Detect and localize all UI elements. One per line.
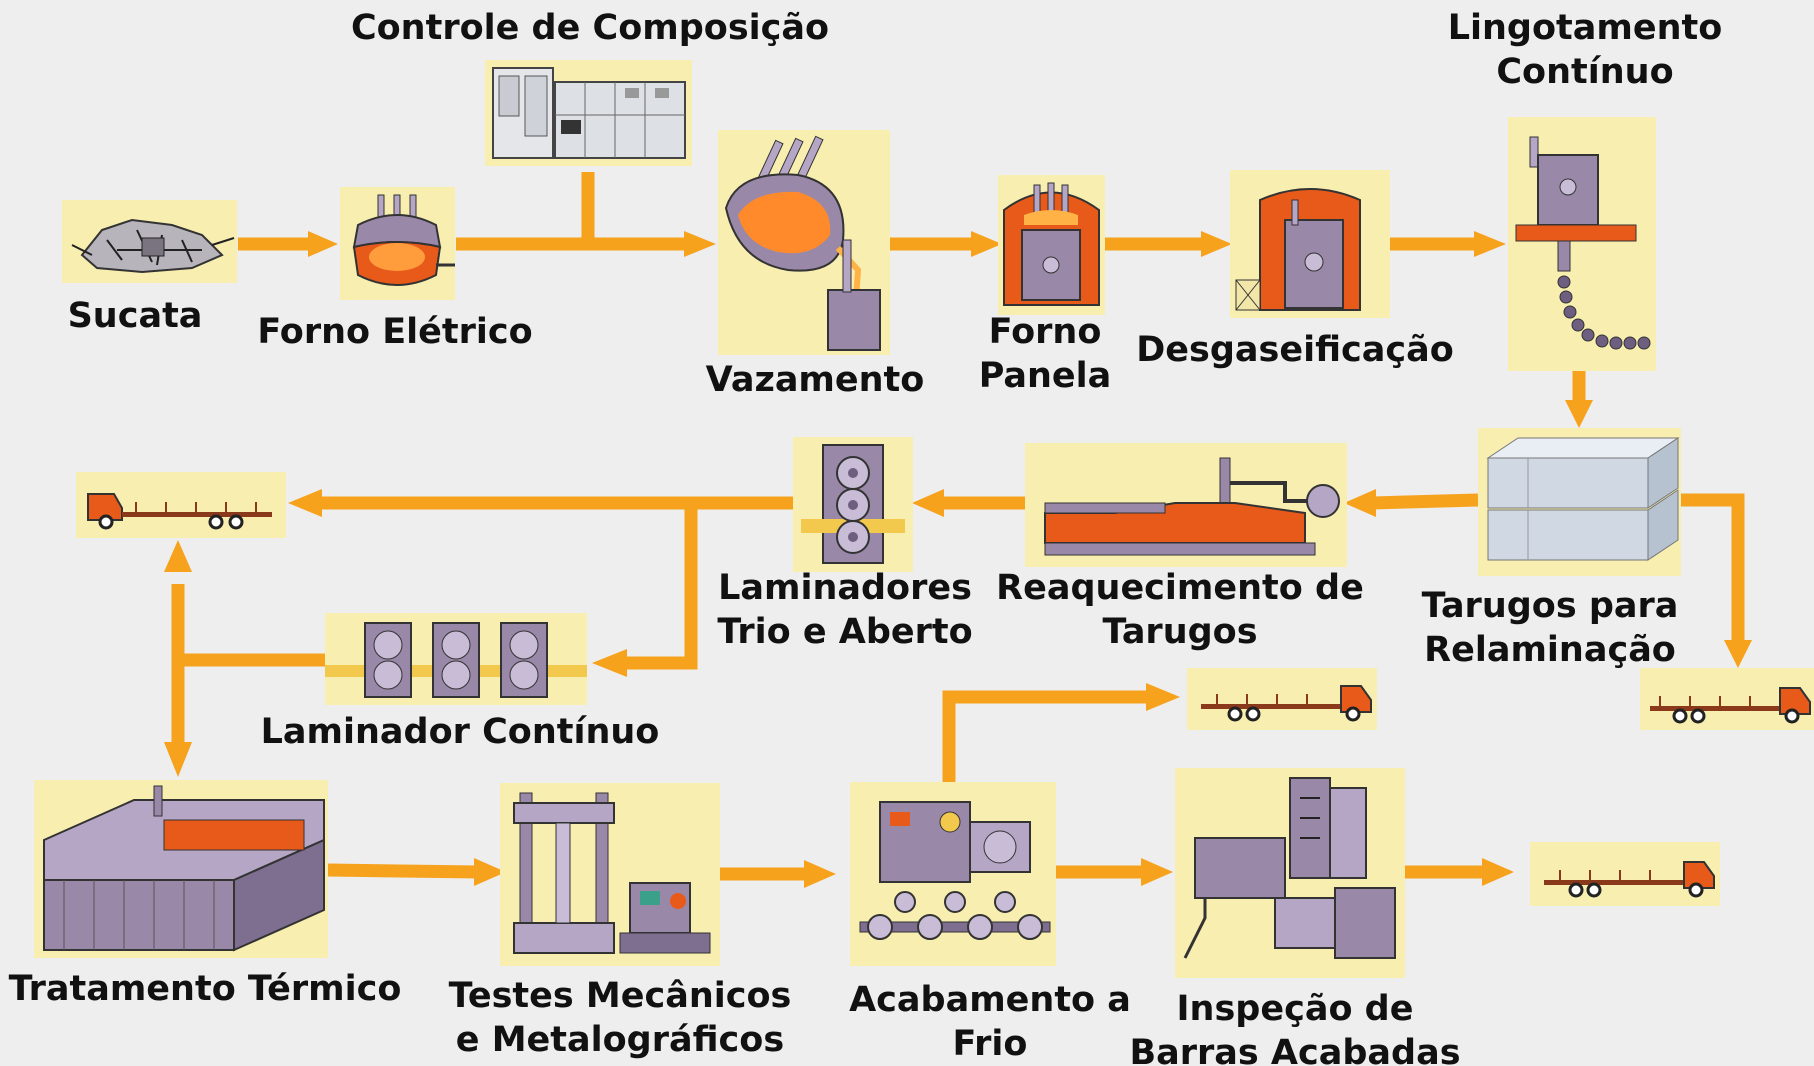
reaquecimento-picture bbox=[1025, 443, 1347, 567]
arrowhead bbox=[1565, 400, 1593, 428]
arrow-trio-branch-to-continuo bbox=[625, 503, 698, 670]
billets-icon bbox=[1486, 437, 1680, 561]
label-inspecao: Inspeção de Barras Acabadas bbox=[1129, 989, 1461, 1066]
testing-machine-icon bbox=[513, 792, 711, 954]
reheating-furnace-icon bbox=[1044, 457, 1340, 556]
arrowhead bbox=[308, 231, 338, 257]
arrowhead bbox=[1724, 640, 1752, 668]
electric-furnace-icon bbox=[352, 194, 455, 286]
label-controle: Controle de Composição bbox=[350, 8, 830, 48]
arrowhead bbox=[804, 860, 836, 888]
delivery-truck-icon bbox=[87, 493, 272, 530]
label-forno-eletrico: Forno Elétrico bbox=[257, 312, 533, 352]
tapping-ladle-icon bbox=[724, 135, 881, 351]
label-laminadores-trio: Laminadores Trio e Aberto bbox=[717, 568, 973, 652]
arrowhead bbox=[971, 231, 1002, 257]
arrow-tarugos-to-reaq bbox=[1371, 493, 1479, 510]
arrowhead bbox=[288, 489, 322, 517]
forno-panela-picture bbox=[998, 175, 1105, 315]
arrowhead bbox=[474, 858, 506, 886]
arrowhead bbox=[164, 540, 192, 572]
scrap-pile-icon bbox=[71, 218, 235, 274]
truck-left bbox=[76, 472, 286, 538]
testes-picture bbox=[500, 783, 720, 966]
controle-picture bbox=[485, 60, 692, 166]
forno-eletrico-picture bbox=[340, 187, 455, 300]
delivery-truck-icon bbox=[1544, 861, 1715, 898]
rolling-stand-icon bbox=[801, 444, 905, 564]
degassing-vessel-icon bbox=[1235, 188, 1361, 311]
sucata-picture bbox=[62, 200, 237, 283]
acabamento-picture bbox=[850, 782, 1056, 966]
truck-final bbox=[1530, 842, 1720, 906]
continuous-casting-icon bbox=[1515, 136, 1651, 350]
label-acabamento: Acabamento a Frio bbox=[849, 980, 1131, 1064]
arrowhead bbox=[684, 231, 716, 257]
vazamento-picture bbox=[718, 130, 890, 355]
arrowhead bbox=[1141, 858, 1173, 886]
arrowhead bbox=[912, 489, 944, 517]
label-tratamento-termico: Tratamento Térmico bbox=[8, 969, 402, 1009]
laminadores-trio-picture bbox=[793, 437, 913, 572]
label-reaquecimento: Reaquecimento de Tarugos bbox=[996, 568, 1364, 652]
arrowhead bbox=[592, 649, 627, 677]
arrowhead bbox=[1146, 683, 1180, 711]
delivery-truck-icon bbox=[1650, 687, 1811, 724]
tarugos-picture bbox=[1478, 428, 1681, 576]
inspection-equipment-icon bbox=[1183, 777, 1396, 959]
arrow-acab-to-truck bbox=[942, 690, 1150, 782]
label-vazamento: Vazamento bbox=[705, 360, 925, 400]
label-testes: Testes Mecânicos e Metalográficos bbox=[448, 976, 792, 1060]
label-forno-panela: Forno Panela bbox=[978, 312, 1112, 396]
delivery-truck-icon bbox=[1201, 685, 1372, 722]
truck-cold-finish bbox=[1187, 668, 1377, 730]
arrowhead bbox=[1201, 231, 1232, 257]
continuous-mill-icon bbox=[325, 622, 587, 698]
label-lingotamento: Lingotamento Contínuo bbox=[1447, 8, 1723, 92]
label-sucata: Sucata bbox=[67, 296, 203, 336]
arrowhead bbox=[1482, 858, 1514, 886]
tratamento-termico-picture bbox=[34, 780, 328, 958]
lingotamento-picture bbox=[1508, 117, 1656, 371]
arrowhead bbox=[1474, 231, 1506, 257]
arrow-tarugos-to-truck bbox=[1680, 493, 1745, 652]
truck-billets bbox=[1640, 668, 1814, 730]
label-desgaseificacao: Desgaseificação bbox=[1136, 330, 1454, 370]
control-panel-icon bbox=[492, 67, 686, 159]
arrowhead bbox=[1344, 489, 1376, 517]
ladle-furnace-icon bbox=[1003, 182, 1100, 306]
cold-finishing-icon bbox=[859, 801, 1051, 940]
laminador-continuo-picture bbox=[325, 613, 587, 705]
arrowhead bbox=[164, 742, 192, 777]
desgaseificacao-picture bbox=[1230, 170, 1390, 318]
heat-treatment-furnace-icon bbox=[43, 785, 325, 952]
arrow-tratamento-to-testes bbox=[327, 863, 479, 879]
inspecao-picture bbox=[1175, 768, 1405, 978]
label-laminador-continuo: Laminador Contínuo bbox=[260, 712, 660, 752]
label-tarugos: Tarugos para Relaminação bbox=[1421, 586, 1679, 670]
